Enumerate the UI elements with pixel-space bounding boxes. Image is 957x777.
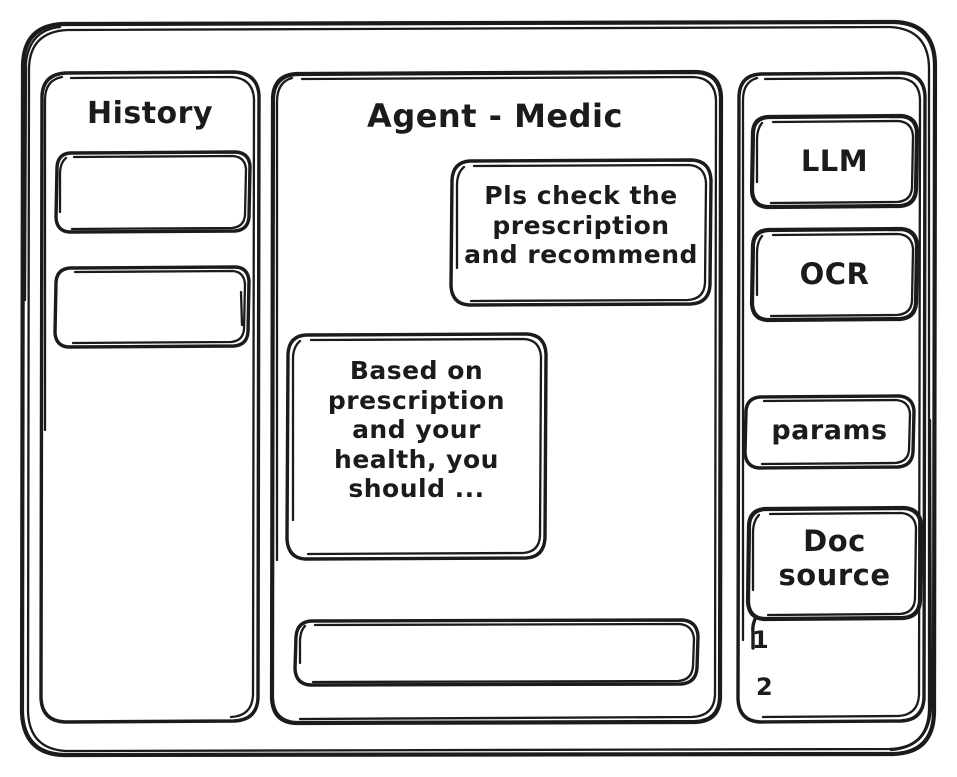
- params-button-label: params: [771, 415, 888, 446]
- history-item-1[interactable]: [56, 152, 250, 232]
- params-button[interactable]: params: [745, 396, 914, 468]
- page-title: Agent - Medic: [367, 97, 623, 135]
- message-input[interactable]: [295, 620, 698, 685]
- assistant-message-bubble: Based on prescription and your health, y…: [287, 334, 546, 559]
- doc-source-button[interactable]: Doc source: [748, 508, 921, 619]
- user-message-text: Pls check the prescription and recommend: [464, 181, 698, 269]
- doc-source-button-label: Doc source: [778, 524, 891, 593]
- assistant-message-text: Based on prescription and your health, y…: [327, 356, 506, 503]
- ocr-button-label: OCR: [799, 257, 870, 291]
- doc-source-item-2-label: 2: [756, 673, 774, 701]
- history-panel-title: History: [86, 96, 214, 131]
- user-message-bubble: Pls check the prescription and recommend: [451, 160, 711, 305]
- doc-source-item-1-label: 1: [752, 626, 770, 654]
- doc-source-item-1[interactable]: 1: [748, 620, 808, 660]
- ocr-button[interactable]: OCR: [752, 229, 917, 320]
- history-item-2[interactable]: [55, 267, 249, 347]
- llm-button[interactable]: LLM: [752, 116, 917, 207]
- doc-source-item-2[interactable]: 2: [752, 668, 812, 710]
- llm-button-label: LLM: [800, 144, 869, 178]
